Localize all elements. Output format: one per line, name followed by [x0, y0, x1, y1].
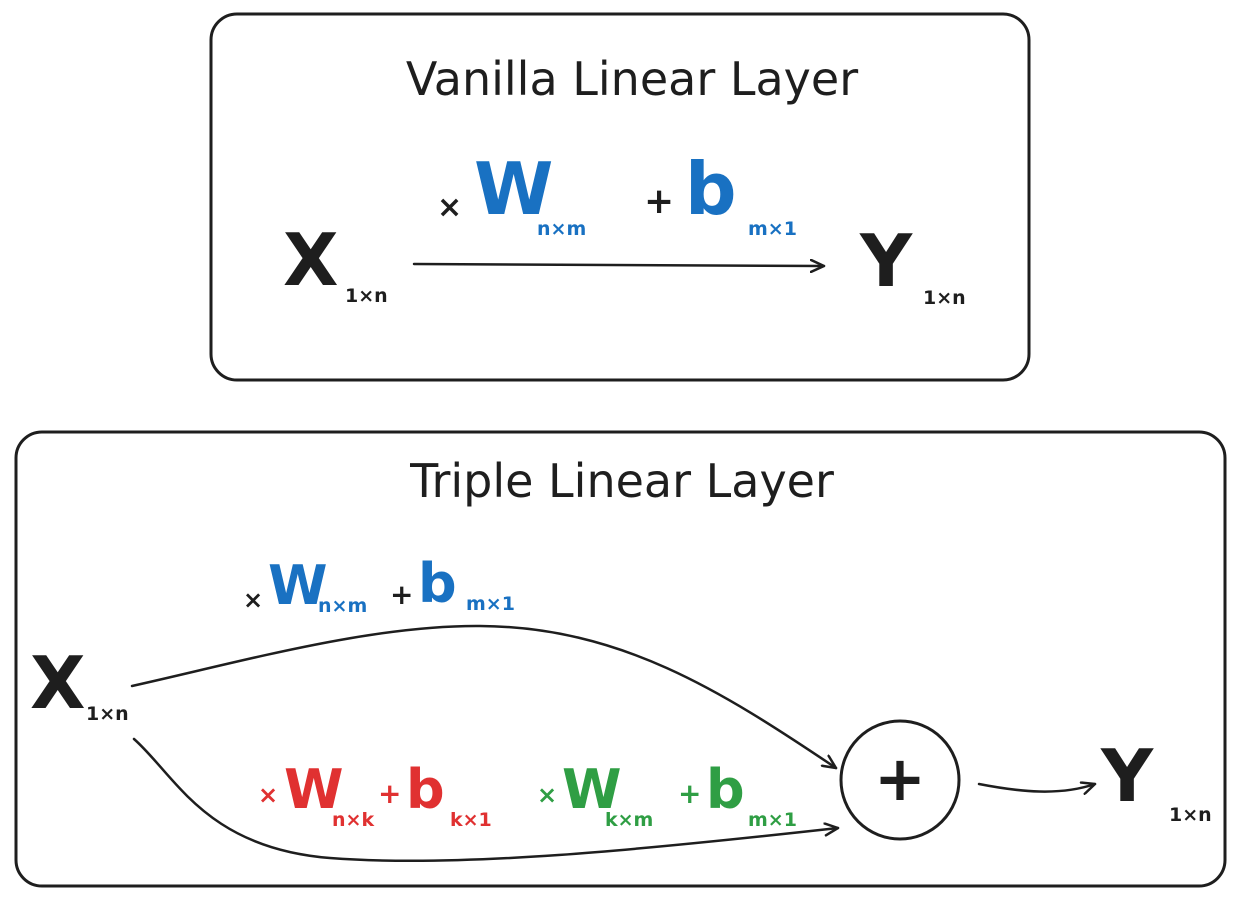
lower-first-bias-subscript: k×1: [450, 809, 492, 831]
vanilla-input-subscript: 1×n: [345, 285, 388, 307]
vanilla-plus-sign: +: [644, 181, 674, 222]
triple-output-subscript: 1×n: [1169, 804, 1212, 826]
vanilla-arrow: [412, 264, 826, 266]
upper-bias-subscript: m×1: [466, 593, 515, 615]
sum-node-circle: [839, 719, 961, 841]
lower-second-bias-b: b: [706, 758, 745, 821]
vanilla-frame: [209, 12, 1031, 382]
sum-node: +: [839, 719, 961, 841]
lower-path-arrow: [132, 737, 840, 863]
lower-first-weight-subscript: n×k: [332, 809, 374, 831]
lower-first-weight-w: W: [284, 758, 344, 821]
triple-input-x: X: [30, 641, 86, 725]
upper-weight-w: W: [268, 554, 328, 617]
vanilla-panel: Vanilla Linear Layer X 1×n × W n×m + b m…: [209, 12, 1031, 382]
upper-bias-b: b: [418, 552, 457, 615]
triple-output-y: Y: [1100, 734, 1154, 818]
upper-plus-sign: +: [390, 578, 413, 611]
vanilla-title: Vanilla Linear Layer: [406, 52, 858, 106]
triple-panel: Triple Linear Layer X 1×n × W n×m + b m×…: [14, 430, 1227, 888]
vanilla-output-subscript: 1×n: [923, 287, 966, 309]
lower-first-times-sign: ×: [258, 781, 278, 809]
output-arrow: [977, 784, 1097, 792]
triple-frame: [14, 430, 1227, 888]
lower-second-weight-subscript: k×m: [605, 809, 653, 831]
vanilla-input-x: X: [283, 218, 339, 302]
lower-second-bias-subscript: m×1: [748, 809, 797, 831]
sum-node-plus: +: [874, 742, 926, 815]
upper-weight-subscript: n×m: [318, 595, 367, 617]
upper-times-sign: ×: [243, 586, 263, 614]
lower-second-times-sign: ×: [537, 781, 557, 809]
lower-second-plus-sign: +: [678, 777, 701, 810]
lower-second-weight-w: W: [562, 758, 622, 821]
vanilla-output-y: Y: [859, 219, 913, 303]
vanilla-weight-subscript: n×m: [537, 218, 586, 240]
lower-first-plus-sign: +: [378, 777, 401, 810]
upper-path-arrow: [130, 624, 838, 770]
vanilla-weight-w: W: [474, 147, 553, 231]
lower-first-bias-b: b: [406, 758, 445, 821]
vanilla-times-sign: ×: [437, 190, 462, 225]
triple-input-subscript: 1×n: [86, 703, 129, 725]
vanilla-bias-subscript: m×1: [748, 218, 797, 240]
vanilla-bias-b: b: [685, 147, 737, 231]
triple-title: Triple Linear Layer: [409, 454, 834, 508]
